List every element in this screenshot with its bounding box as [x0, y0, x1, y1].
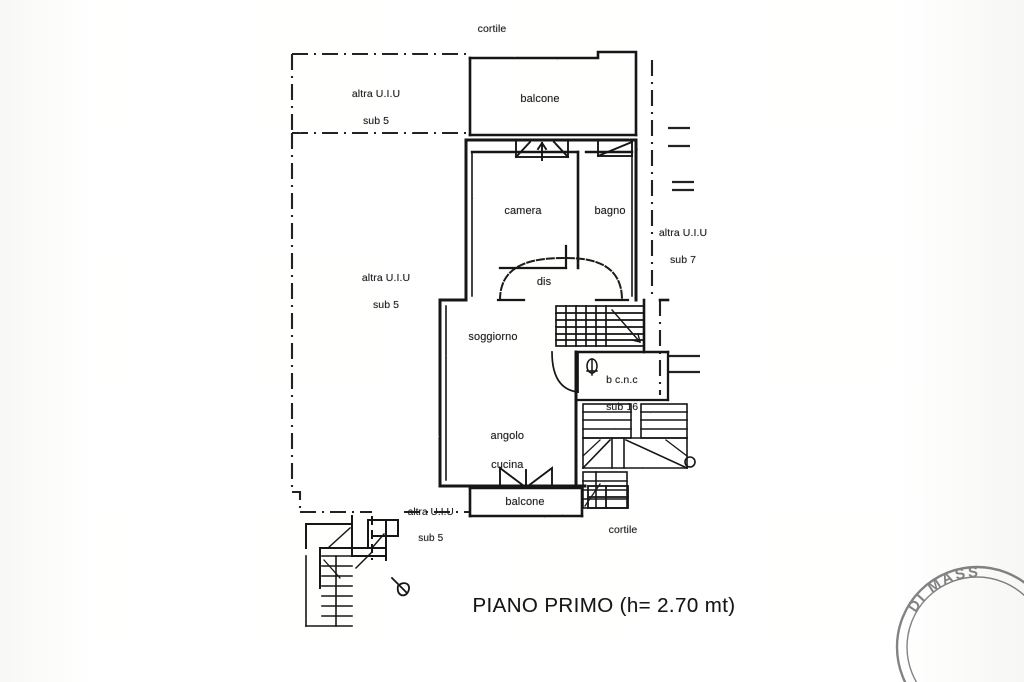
label-angolo-cucina: angolo cucina — [490, 430, 525, 471]
wall-inner-faces — [445, 151, 633, 481]
label-altra-uiu-sub7: altra U.I.U sub 7 — [658, 226, 708, 266]
balcone-sud-side-structure — [587, 485, 629, 509]
disimpegno-sill — [496, 244, 630, 302]
staircase-lower — [581, 403, 696, 509]
window-bagno — [596, 139, 634, 158]
label-camera: camera — [504, 205, 542, 217]
orientation-glyph — [390, 576, 410, 597]
balcone-nord-outline — [468, 50, 638, 137]
staircase-upper — [555, 305, 645, 347]
label-dis: dis — [536, 276, 552, 288]
label-balcone-bottom: balcone — [505, 496, 545, 508]
label-balcone-top: balcone — [520, 93, 560, 105]
window-angolo-cucina — [499, 466, 553, 487]
stair-landing-wall — [574, 298, 670, 354]
lower-left-diagonals — [326, 526, 386, 570]
label-bagno: bagno — [594, 205, 626, 217]
official-stamp: DI MASS — [884, 554, 1024, 682]
label-cortile-top: cortile — [477, 23, 507, 35]
lower-left-stairs — [305, 555, 353, 627]
door-swing-soggiorno — [551, 351, 579, 393]
label-bcnc-sub16: b c.n.c sub 16 — [606, 373, 639, 413]
stamp-text: DI MASS — [905, 564, 981, 616]
label-altra-uiu-sub5-middle: altra U.I.U sub 5 — [361, 271, 411, 311]
window-camera — [514, 139, 570, 161]
label-cortile-bottom: cortile — [608, 524, 638, 536]
label-altra-uiu-sub5-bottom: altra U.I.U sub 5 — [407, 507, 454, 544]
property-boundary — [290, 52, 662, 514]
label-altra-uiu-sub5-top: altra U.I.U sub 5 — [351, 87, 401, 127]
boundary-tick-marks — [668, 126, 700, 374]
sanitary-fixture-icon — [586, 358, 598, 376]
balcone-sud-outline — [468, 486, 584, 518]
label-soggiorno: soggiorno — [468, 331, 518, 343]
plan-title: PIANO PRIMO (h= 2.70 mt) — [472, 594, 736, 617]
